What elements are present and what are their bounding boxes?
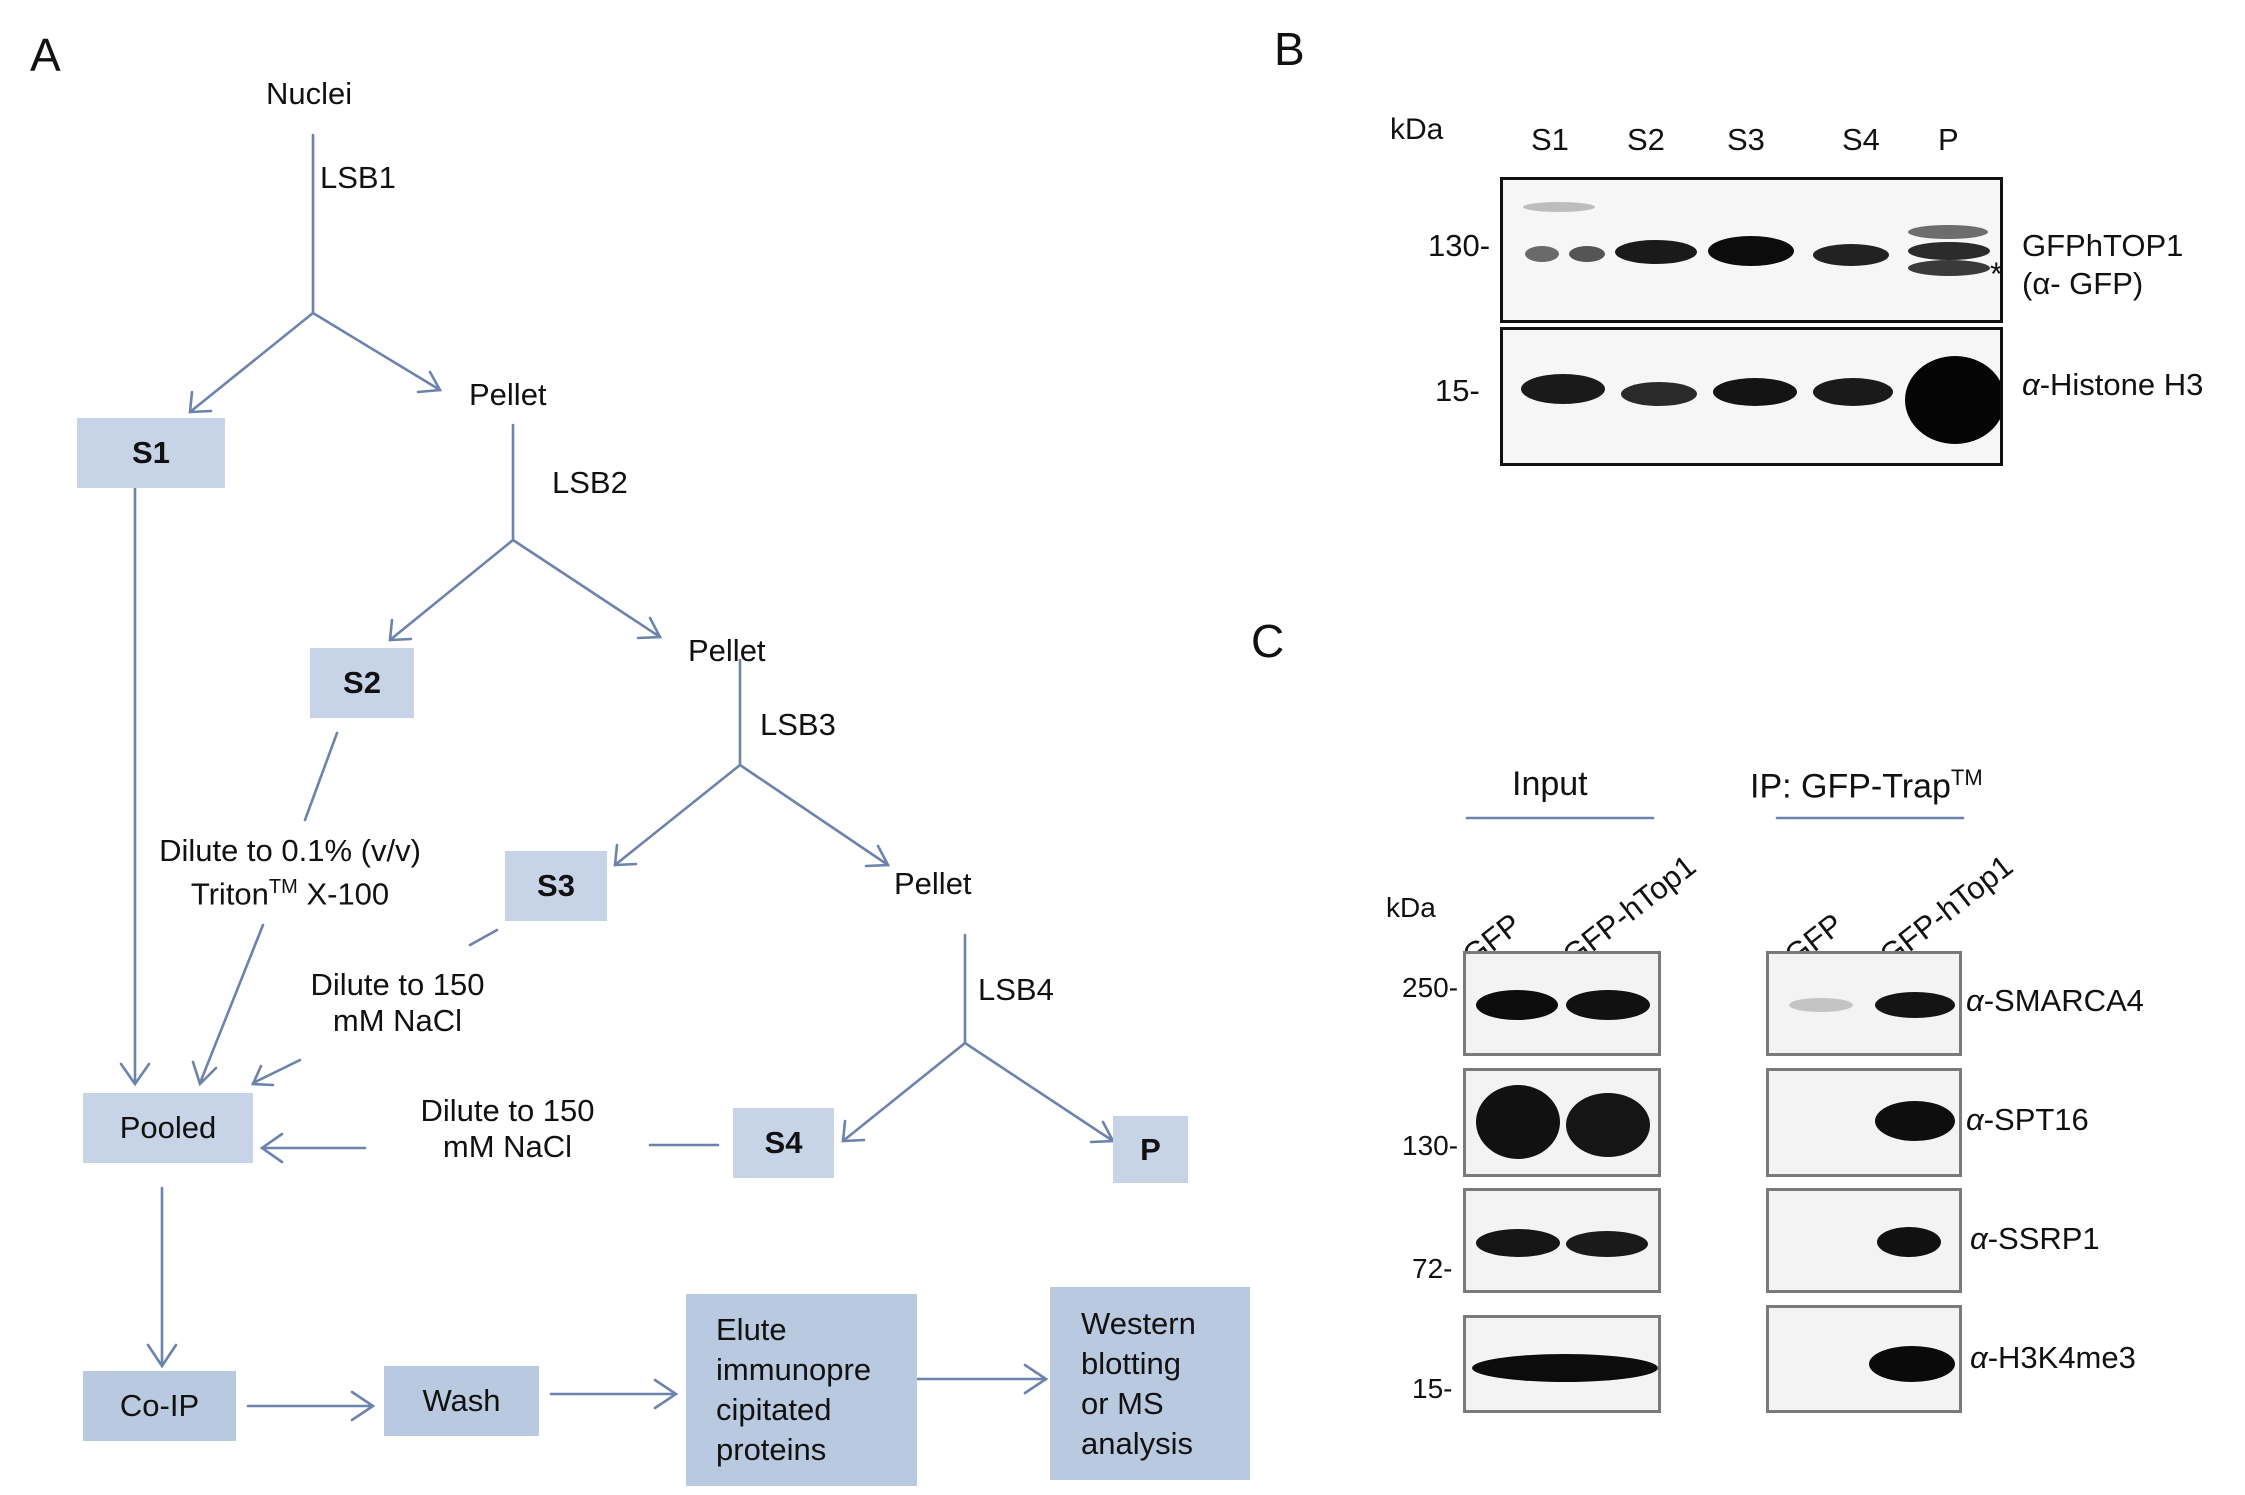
p-box: P [1113, 1116, 1188, 1183]
s4-box: S4 [733, 1108, 834, 1178]
band [1908, 242, 1990, 260]
lsb2-label: LSB2 [552, 465, 628, 500]
band [1566, 990, 1650, 1020]
band [1708, 236, 1794, 266]
band [1905, 356, 2000, 444]
lane-s1: S1 [1531, 122, 1569, 157]
s2-box: S2 [310, 648, 414, 718]
dilute-nacl-b-line2: mM NaCl [442, 1129, 573, 1164]
blot-ip-spt16 [1766, 1068, 1962, 1177]
western-box: Western blotting or MS analysis [1050, 1287, 1250, 1480]
dilute-nacl-a-line1: Dilute to 150 [310, 967, 485, 1002]
lsb4-label: LSB4 [978, 972, 1054, 1007]
band [1566, 1231, 1648, 1257]
s3-box: S3 [505, 851, 607, 921]
antibody-h3k4me3: α-H3K4me3 [1970, 1340, 2136, 1375]
band [1908, 260, 1990, 276]
blot-input-spt16 [1463, 1068, 1661, 1177]
pellet-3-label: Pellet [894, 866, 972, 901]
band [1875, 992, 1955, 1018]
blot-ip-h3k4me3 [1766, 1305, 1962, 1413]
band [1472, 1354, 1658, 1382]
marker-250: 250- [1402, 972, 1459, 1003]
pellet-2-label: Pellet [688, 633, 766, 668]
band [1789, 998, 1853, 1012]
dilute-triton-line1: Dilute to 0.1% (v/v) [159, 833, 421, 868]
elute-line2: immunopre [716, 1352, 872, 1387]
marker-15-b: 15- [1435, 373, 1480, 408]
band [1877, 1227, 1941, 1257]
blot-ip-smarca4 [1766, 951, 1962, 1056]
antibody-smarca4: α-SMARCA4 [1966, 983, 2144, 1018]
elute-box: Elute immunopre cipitated proteins [686, 1294, 917, 1486]
panel-a-letter: A [30, 29, 61, 81]
dilute-nacl-a-note: Dilute to 150 mM NaCl [290, 967, 505, 1039]
band [1476, 1229, 1560, 1257]
marker-130-c: 130- [1402, 1130, 1459, 1161]
lane-s2: S2 [1627, 122, 1665, 157]
band [1521, 374, 1605, 404]
elute-line3: cipitated [716, 1392, 832, 1427]
blot-ip-ssrp1 [1766, 1188, 1962, 1293]
s1-box: S1 [77, 418, 225, 488]
band [1813, 244, 1889, 266]
band [1615, 240, 1697, 264]
band [1523, 202, 1595, 212]
blot-input-ssrp1 [1463, 1188, 1661, 1293]
band [1908, 225, 1988, 239]
panel-c-letter: C [1251, 615, 1285, 667]
western-line2: blotting [1081, 1345, 1181, 1381]
gfp-label-2: (α- GFP) [2022, 266, 2144, 301]
lsb1-label: LSB1 [320, 160, 396, 195]
panel-b-letter: B [1274, 23, 1305, 75]
marker-72: 72- [1412, 1253, 1453, 1284]
marker-15-c: 15- [1412, 1373, 1453, 1404]
blot-input-h3k4me3 [1463, 1315, 1661, 1413]
lane-s3: S3 [1727, 122, 1765, 157]
blot-gfp [1500, 177, 2003, 323]
band [1569, 246, 1605, 262]
pooled-box: Pooled [83, 1093, 253, 1163]
antibody-ssrp1: α-SSRP1 [1970, 1221, 2100, 1256]
marker-130-b: 130- [1428, 228, 1491, 263]
elute-line1: Elute [716, 1312, 787, 1347]
coip-box: Co-IP [83, 1371, 236, 1441]
band [1525, 246, 1559, 262]
panel-c-kda: kDa [1386, 892, 1436, 923]
histone-label: α-Histone H3 [2022, 367, 2204, 402]
input-label: Input [1512, 765, 1588, 803]
ip-label: IP: GFP-TrapTM [1750, 765, 1983, 806]
dilute-triton-note: Dilute to 0.1% (v/v) TritonTM X-100 [120, 833, 460, 912]
western-line4: analysis [1081, 1425, 1193, 1461]
band [1875, 1101, 1955, 1141]
asterisk-label: * [1990, 256, 2003, 292]
elute-line4: proteins [716, 1432, 827, 1467]
pellet-1-label: Pellet [469, 377, 547, 412]
nuclei-label: Nuclei [266, 76, 353, 111]
band [1869, 1346, 1955, 1382]
antibody-spt16: α-SPT16 [1966, 1102, 2089, 1137]
dilute-nacl-b-line1: Dilute to 150 [420, 1093, 595, 1128]
band [1476, 1085, 1560, 1159]
wash-box: Wash [384, 1366, 539, 1436]
blot-input-smarca4 [1463, 951, 1661, 1056]
dilute-nacl-b-note: Dilute to 150 mM NaCl [400, 1093, 615, 1165]
lane-s4: S4 [1842, 122, 1880, 157]
lsb3-label: LSB3 [760, 707, 836, 742]
band [1813, 378, 1893, 406]
band [1566, 1093, 1650, 1157]
blot-histone [1500, 327, 2003, 466]
band [1713, 378, 1797, 406]
western-line3: or MS [1081, 1385, 1164, 1421]
panel-b-kda: kDa [1390, 113, 1444, 146]
band [1476, 990, 1558, 1020]
lane-p: P [1938, 122, 1959, 157]
gfp-label-1: GFPhTOP1 [2022, 228, 2184, 263]
western-line1: Western [1081, 1305, 1196, 1341]
band [1621, 382, 1697, 406]
dilute-nacl-a-line2: mM NaCl [332, 1003, 463, 1038]
dilute-triton-line2: TritonTM X-100 [190, 876, 390, 912]
